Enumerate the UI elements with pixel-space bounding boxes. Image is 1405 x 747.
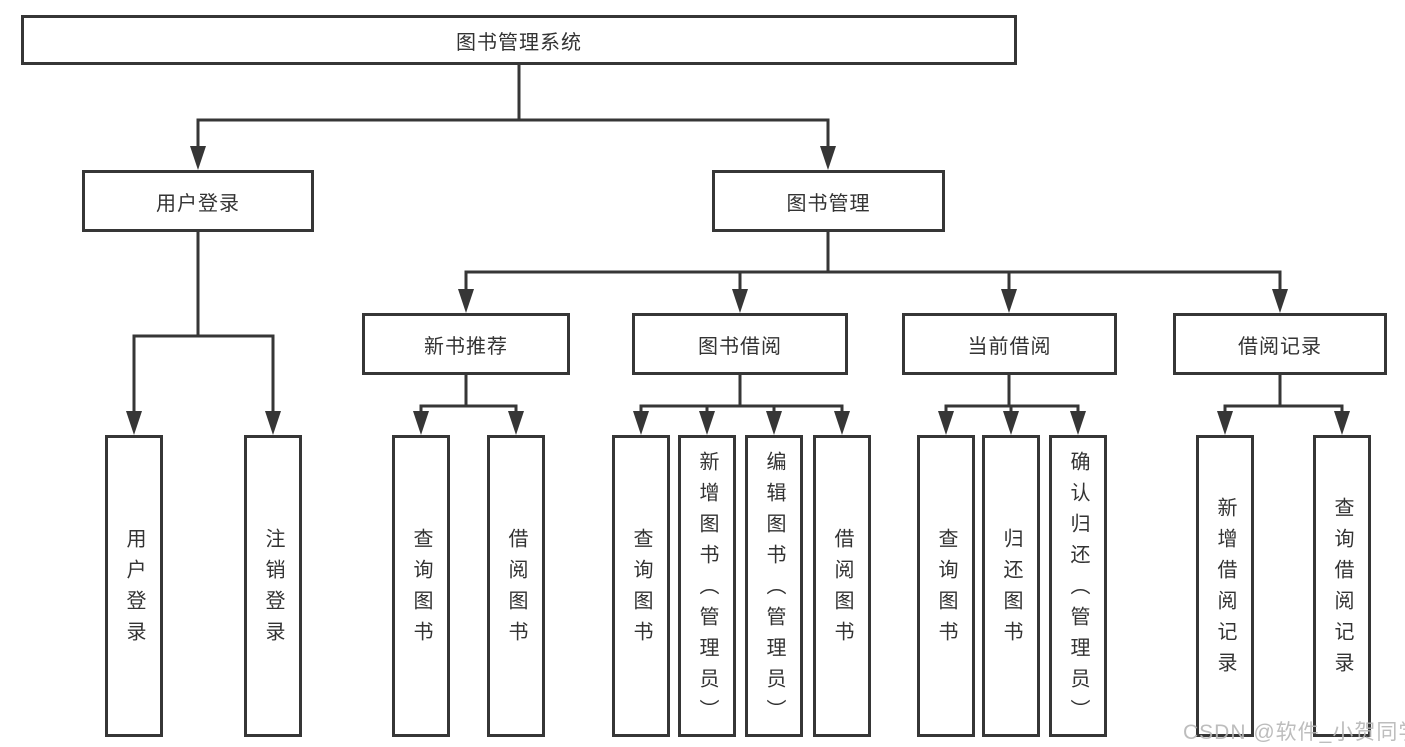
leaf-edit-book-admin: 编辑图书（管理员） [745,435,803,737]
node-book-management: 图书管理 [712,170,945,232]
connector-bookmgmt-to-level3 [464,232,1282,295]
leaf-query-books-recommend: 查询图书 [392,435,450,737]
csdn-watermark: CSDN @软件_小贺同学 [1183,721,1405,744]
arrow-down-icon [633,411,649,435]
connector-borrow-to-leaves [639,375,844,417]
arrow-down-icon [1070,411,1086,435]
connector-root-to-level2 [196,65,830,152]
leaf-query-books-current: 查询图书 [917,435,975,737]
connector-newrec-to-leaves [419,375,518,417]
arrow-down-icon [699,411,715,435]
node-borrowing-records: 借阅记录 [1173,313,1387,375]
leaf-add-borrow-record: 新增借阅记录 [1196,435,1254,737]
node-library-management-system: 图书管理系统 [21,15,1017,65]
leaf-query-borrow-record: 查询借阅记录 [1313,435,1371,737]
arrow-down-icon [1217,411,1233,435]
arrow-down-icon [938,411,954,435]
leaf-confirm-return-admin: 确认归还（管理员） [1049,435,1107,737]
arrow-down-icon [766,411,782,435]
leaf-add-book-admin: 新增图书（管理员） [678,435,736,737]
arrow-down-icon [126,411,142,435]
arrow-down-icon [265,411,281,435]
node-book-borrowing: 图书借阅 [632,313,848,375]
node-user-login: 用户登录 [82,170,314,232]
arrow-down-icon [413,411,429,435]
connector-current-to-leaves [944,375,1080,417]
leaf-user-login: 用户登录 [105,435,163,737]
arrow-down-icon [1003,411,1019,435]
arrow-down-icon [834,411,850,435]
leaf-borrow-books-recommend: 借阅图书 [487,435,545,737]
node-current-borrowing: 当前借阅 [902,313,1117,375]
arrowheads [126,146,1350,435]
arrow-down-icon [508,411,524,435]
leaf-query-books-borrowing: 查询图书 [612,435,670,737]
leaf-borrow-books: 借阅图书 [813,435,871,737]
node-new-book-recommend: 新书推荐 [362,313,570,375]
arrow-down-icon [1334,411,1350,435]
connector-records-to-leaves [1223,375,1344,417]
arrow-down-icon [820,146,836,170]
arrow-down-icon [732,289,748,313]
leaf-logout: 注销登录 [244,435,302,737]
leaf-return-book: 归还图书 [982,435,1040,737]
arrow-down-icon [1001,289,1017,313]
arrow-down-icon [458,289,474,313]
arrow-down-icon [1272,289,1288,313]
connector-userlogin-to-leaves [132,232,275,417]
arrow-down-icon [190,146,206,170]
